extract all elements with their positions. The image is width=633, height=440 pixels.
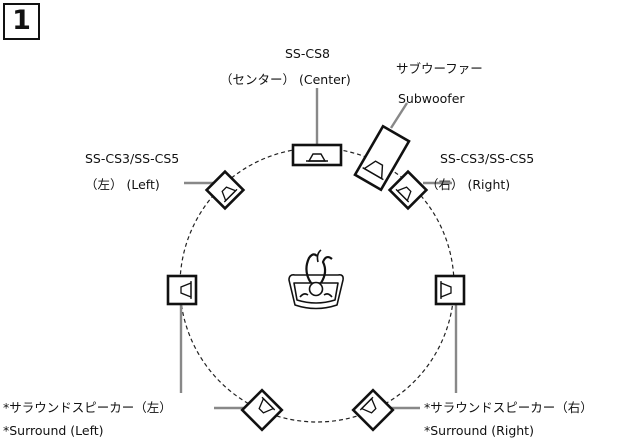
surround-right-en-label: *Surround (Right) bbox=[424, 423, 534, 438]
left-name-label: （左） (Left) bbox=[85, 177, 160, 192]
center-model-label: SS-CS8 bbox=[285, 46, 330, 61]
center-speaker-icon bbox=[291, 143, 343, 167]
right-name-label: （右） (Right) bbox=[426, 177, 511, 192]
front-right-speaker-icon bbox=[387, 169, 429, 211]
front-left-speaker-icon bbox=[204, 169, 246, 211]
listener-icon bbox=[288, 249, 344, 310]
step-number-badge: 1 bbox=[3, 3, 40, 40]
subwoofer-jp-label: サブウーファー bbox=[396, 61, 483, 76]
surround-left-en-label: *Surround (Left) bbox=[3, 423, 104, 438]
surround-right-speaker-icon bbox=[351, 388, 395, 432]
center-name-label: （センター） (Center) bbox=[220, 72, 351, 87]
side-left-speaker-icon bbox=[166, 274, 198, 306]
leader-subwoofer bbox=[389, 102, 409, 129]
subwoofer-icon bbox=[353, 124, 411, 192]
subwoofer-en-label: Subwoofer bbox=[398, 91, 465, 106]
surround-left-jp-label: *サラウンドスピーカー（左） bbox=[3, 400, 172, 415]
right-model-label: SS-CS3/SS-CS5 bbox=[440, 151, 535, 166]
surround-right-jp-label: *サラウンドスピーカー（右） bbox=[424, 400, 593, 415]
left-model-label: SS-CS3/SS-CS5 bbox=[85, 151, 180, 166]
surround-left-speaker-icon bbox=[240, 388, 284, 432]
side-right-speaker-icon bbox=[434, 274, 466, 306]
